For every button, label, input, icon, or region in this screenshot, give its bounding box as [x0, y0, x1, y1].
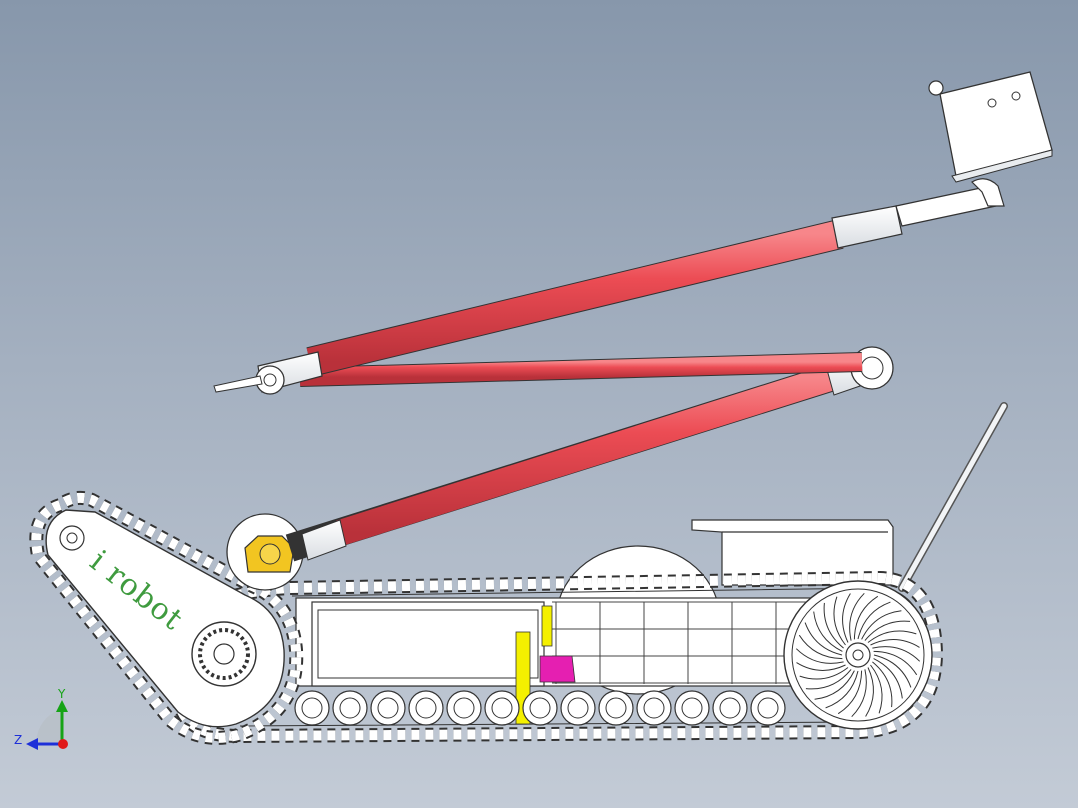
y-axis-label: Y	[57, 687, 66, 701]
road-wheel	[484, 690, 520, 726]
road-wheel	[598, 690, 634, 726]
x-axis-origin-dot	[58, 739, 68, 749]
road-wheel	[712, 690, 748, 726]
road-wheels	[294, 690, 786, 726]
road-wheel	[674, 690, 710, 726]
parallel-link-tube	[299, 352, 863, 387]
road-wheel	[446, 690, 482, 726]
road-wheel	[560, 690, 596, 726]
antenna-mast	[898, 402, 1008, 592]
rear-cargo-box	[691, 519, 894, 586]
road-wheel	[636, 690, 672, 726]
road-wheel	[750, 690, 786, 726]
battery-module	[311, 601, 576, 725]
road-wheel	[294, 690, 330, 726]
road-wheel	[522, 690, 558, 726]
road-wheel	[332, 690, 368, 726]
lower-arm-tube	[285, 355, 861, 562]
gripper-plate	[928, 71, 1053, 207]
axis-triad[interactable]: Y Z	[14, 687, 68, 750]
rear-drive-wheel	[783, 580, 933, 730]
road-wheel	[370, 690, 406, 726]
road-wheel	[408, 690, 444, 726]
upper-arm-tube	[306, 185, 997, 377]
camera-pod	[213, 351, 323, 395]
z-axis-label: Z	[14, 733, 22, 747]
